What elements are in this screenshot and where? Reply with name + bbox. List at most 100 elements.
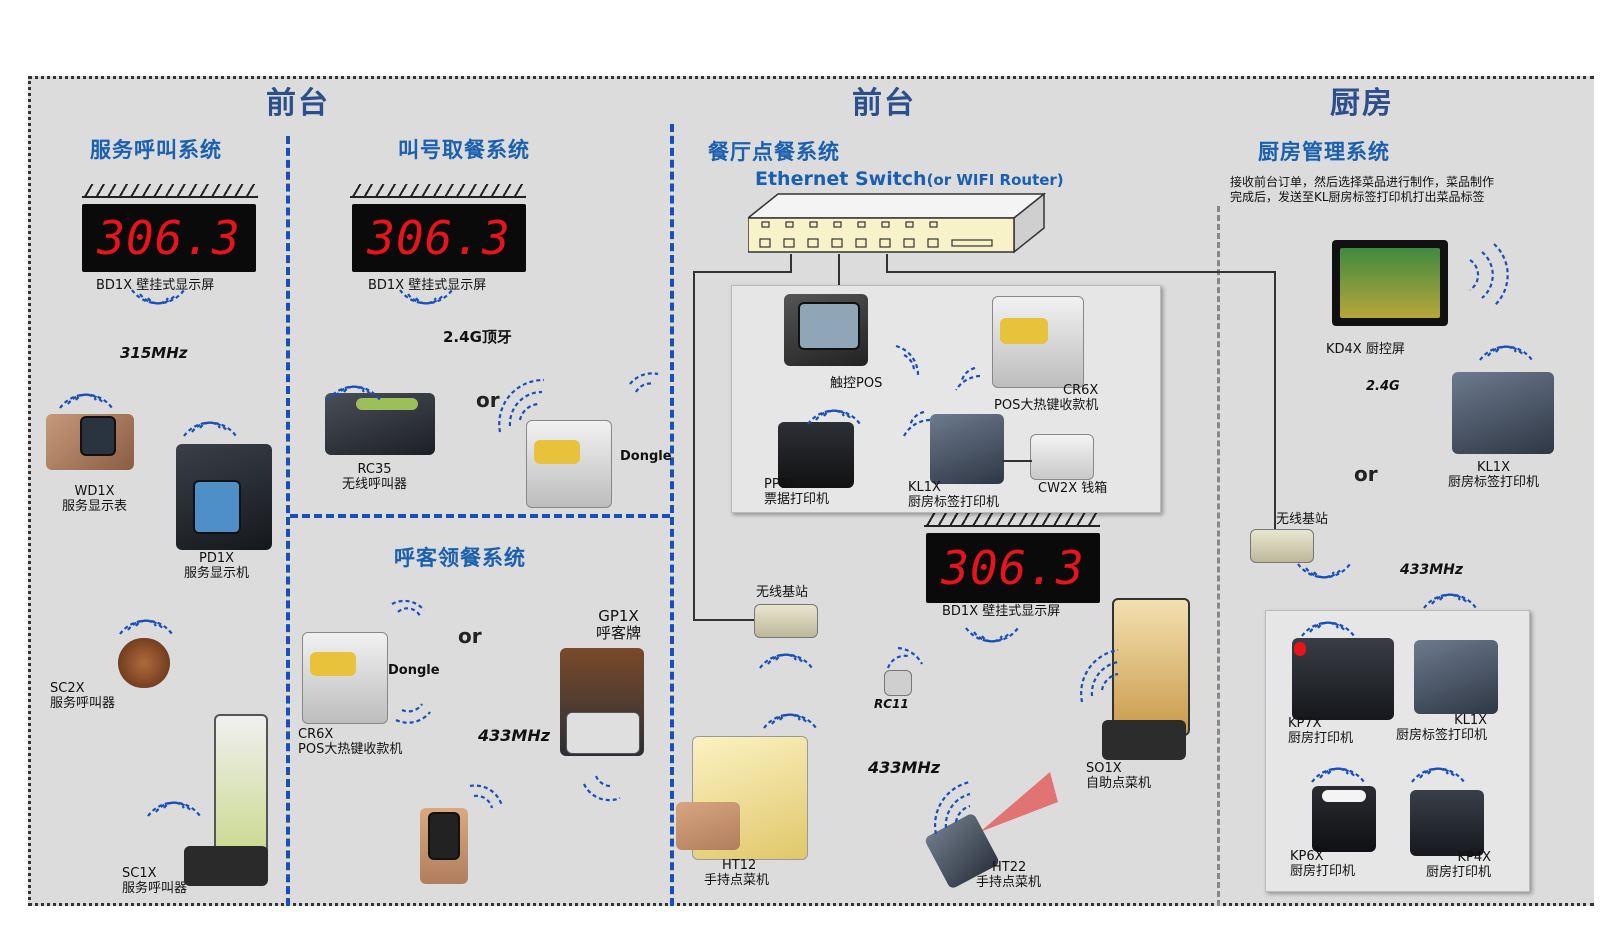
wall-display-queue: 306.3 — [352, 204, 526, 272]
connector-line — [693, 619, 755, 621]
sc2x-button-icon — [118, 638, 170, 688]
divider-horizontal — [290, 514, 670, 518]
connector-line — [693, 271, 695, 620]
label-cr6x-model: CR6X — [298, 727, 334, 742]
divider-mid — [670, 124, 674, 906]
kitchen-note-line-2: 完成后，发送至KL厨房标签打印机打出菜品标签 — [1230, 190, 1485, 204]
label-kl1x-name: 厨房标签打印机 — [1448, 475, 1540, 490]
system-title-ordering: 餐厅点餐系统 — [708, 140, 840, 164]
label-touch-pos: 触控POS — [830, 376, 883, 391]
label-kl1x-name: 厨房标签打印机 — [908, 495, 1000, 510]
phone-screen-icon — [428, 812, 460, 860]
divider-kitchen — [1217, 206, 1220, 906]
kitchen-note-line-1: 接收前台订单，然后选择菜品进行制作，菜品制作 — [1230, 175, 1495, 189]
wall-display-service: 306.3 — [82, 204, 256, 272]
label-sc1x-name: 服务呼叫器 — [122, 881, 188, 896]
kitchen-note: 接收前台订单，然后选择菜品进行制作，菜品制作 完成后，发送至KL厨房标签打印机打… — [1230, 175, 1494, 205]
ethernet-switch-main: Ethernet Switch — [755, 168, 927, 190]
touch-pos-screen-icon — [798, 302, 860, 350]
freq-433-kitchen: 433MHz — [1400, 562, 1464, 578]
label-kl1x-model: KL1X — [908, 480, 941, 495]
system-title-service-call: 服务呼叫系统 — [90, 138, 222, 162]
freq-24g-kitchen: 2.4G — [1366, 379, 1400, 394]
pp7x-printer-icon — [778, 422, 854, 488]
label-kl1x-name: 厨房标签打印机 — [1396, 728, 1488, 743]
label-pp7x-name: 票据打印机 — [764, 492, 830, 507]
so1x-base-icon — [1102, 720, 1186, 760]
system-title-queue-call: 叫号取餐系统 — [398, 138, 530, 162]
label-bd1x-service: BD1X 壁挂式显示屏 — [96, 278, 215, 293]
or-label-queue: or — [476, 388, 500, 412]
label-base-station-front: 无线基站 — [756, 585, 809, 600]
ht12-hand-icon — [676, 802, 740, 850]
kp7x-printer-icon — [1292, 638, 1394, 720]
freq-315: 315MHz — [120, 344, 188, 362]
label-ht22-model: HT22 — [992, 860, 1027, 875]
watch-screen-icon — [80, 416, 116, 456]
register-keys-icon — [1000, 318, 1048, 344]
label-wd1x-name: 服务显示表 — [62, 499, 128, 514]
ethernet-switch-sub: (or WIFI Router) — [926, 171, 1064, 189]
label-kp6x-name: 厨房打印机 — [1290, 864, 1356, 879]
kl1x-printer-icon — [1452, 372, 1554, 454]
label-rc35-model: RC35 — [357, 462, 392, 477]
label-base-station-kitchen: 无线基站 — [1276, 512, 1329, 527]
label-kp4x-model: KP4X — [1457, 850, 1492, 865]
label-sc1x-model: SC1X — [122, 866, 157, 881]
label-kp6x-model: KP6X — [1290, 849, 1324, 864]
connector-line — [790, 254, 792, 273]
receipt-paper-icon — [1322, 790, 1366, 802]
label-pp7x-model: PP7X — [764, 477, 797, 492]
label-ht12-model: HT12 — [722, 858, 757, 873]
connector-line — [886, 254, 888, 272]
label-sc2x-name: 服务呼叫器 — [50, 696, 116, 711]
label-ht22-name: 手持点菜机 — [976, 875, 1042, 890]
label-cr6x-model: CR6X — [1063, 383, 1099, 398]
register-keys-icon — [310, 652, 356, 676]
label-cr6x-name: POS大热键收款机 — [298, 742, 403, 757]
freq-433-pickup: 433MHz — [478, 726, 551, 745]
ethernet-switch-icon — [748, 192, 1047, 254]
alarm-light-icon — [1294, 642, 1306, 656]
connector-line — [693, 271, 791, 273]
connector-line — [838, 254, 840, 286]
label-pd1x-name: 服务显示机 — [184, 566, 250, 581]
wall-mount-hatch — [350, 184, 526, 198]
wall-mount-hatch — [924, 513, 1100, 527]
sc1x-standee-icon — [214, 714, 268, 862]
rc11-button-icon — [884, 670, 912, 696]
label-so1x-name: 自助点菜机 — [1086, 776, 1152, 791]
menu-book-icon — [692, 736, 808, 860]
label-cr6x-name: POS大热键收款机 — [994, 398, 1099, 413]
label-bd1x-ordering: BD1X 壁挂式显示屏 — [942, 604, 1061, 619]
label-rc35-name: 无线呼叫器 — [342, 477, 408, 492]
label-kp4x-name: 厨房打印机 — [1426, 865, 1492, 880]
gp1x-keypad-icon — [566, 712, 640, 754]
freq-433-ordering: 433MHz — [868, 758, 941, 777]
label-dongle-top: Dongle — [620, 449, 672, 464]
region-title-front-left: 前台 — [266, 86, 330, 121]
rc35-screen-icon — [356, 398, 418, 410]
pd1x-screen-icon — [193, 480, 241, 534]
wall-display-ordering: 306.3 — [926, 533, 1100, 603]
region-title-kitchen: 厨房 — [1330, 86, 1394, 121]
system-title-pickup-call: 呼客领餐系统 — [394, 546, 526, 570]
label-gp1x-name: 呼客牌 — [596, 624, 642, 642]
label-wd1x-model: WD1X — [74, 484, 115, 499]
label-kp7x-model: KP7X — [1288, 716, 1322, 731]
label-gp1x-model: GP1X — [598, 607, 639, 625]
